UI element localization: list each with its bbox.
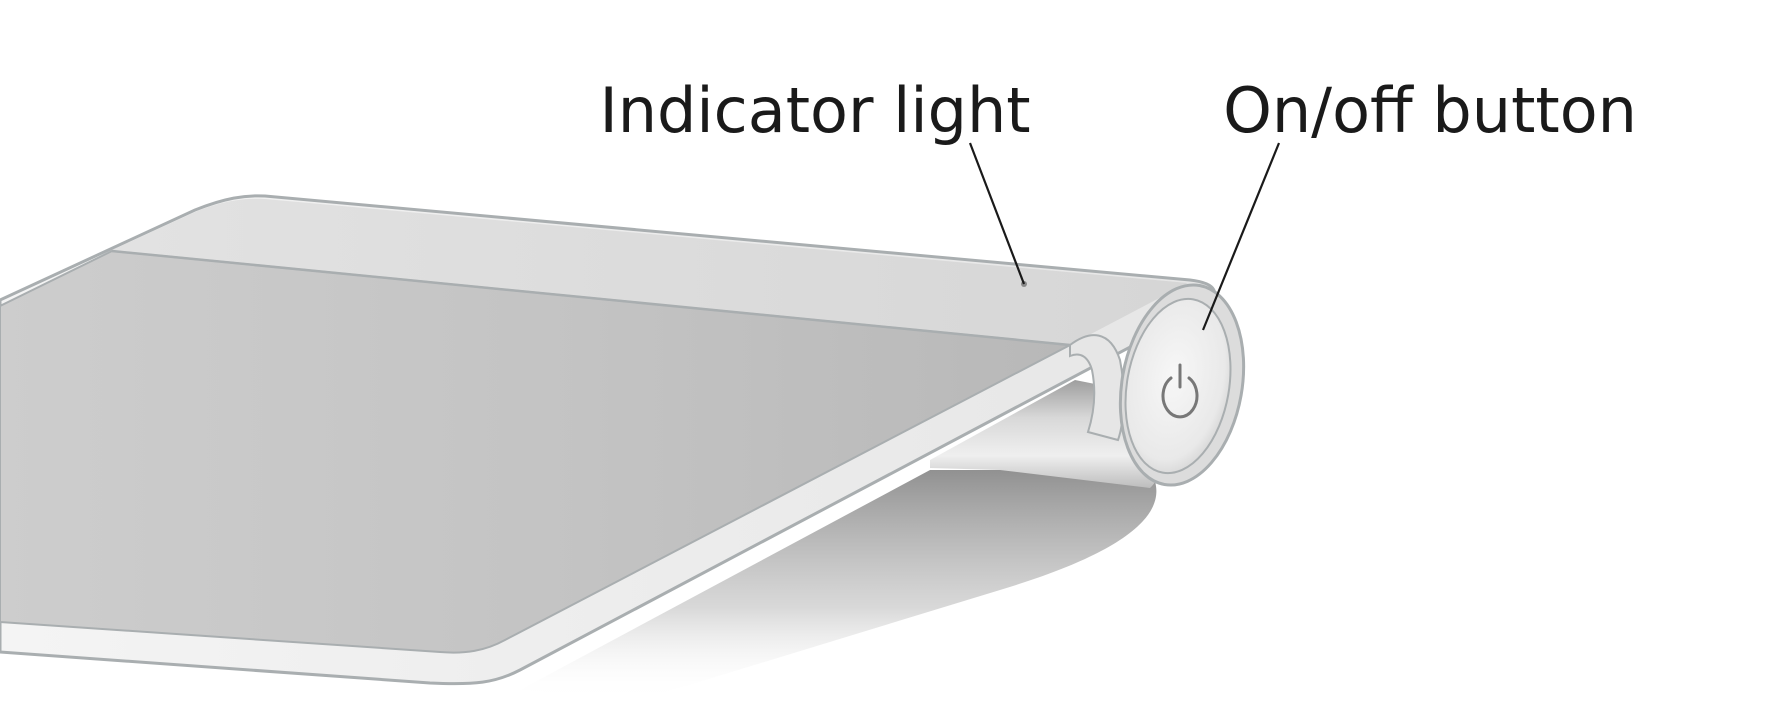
indicator-leader-line <box>968 142 1026 285</box>
power-button[interactable] <box>1112 290 1243 481</box>
band-edge-line <box>111 249 1071 347</box>
indicator-light-label: Indicator light <box>599 74 1030 147</box>
front-lip <box>1069 334 1125 442</box>
floor-shadow <box>520 470 1157 700</box>
power-icon <box>1161 363 1199 419</box>
top-band <box>112 198 1188 345</box>
trackpad-surface <box>0 249 1074 654</box>
power-leader-line <box>1201 142 1281 331</box>
power-button-label: On/off button <box>1223 74 1637 147</box>
